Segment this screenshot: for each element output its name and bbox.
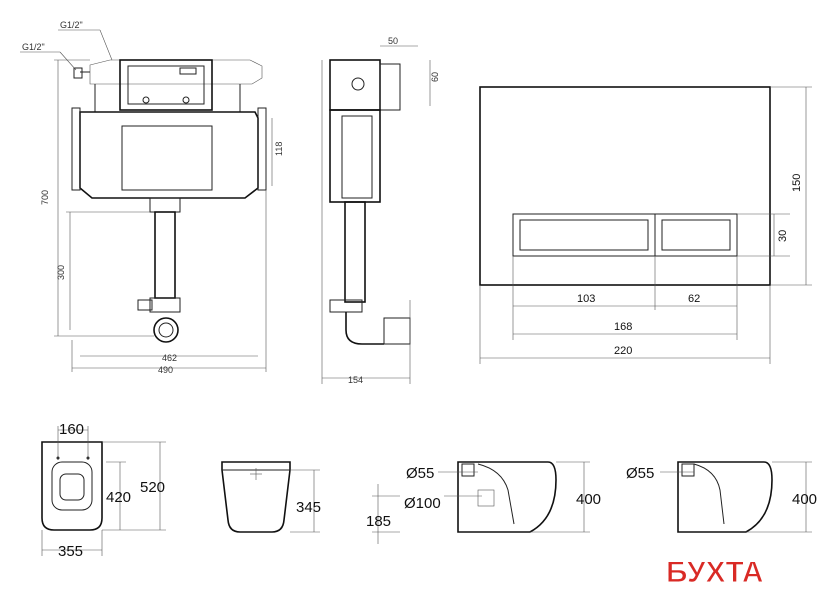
flush-plate-view: 150 30 103 62 168 220 xyxy=(479,86,812,364)
side-head xyxy=(329,59,381,111)
bolt-right xyxy=(182,96,190,104)
thread-label-top: G1/2" xyxy=(60,20,83,30)
bowl-hole xyxy=(59,473,85,501)
side-bend xyxy=(345,312,384,345)
dim-220: 220 xyxy=(614,345,632,357)
valve-slot xyxy=(179,67,197,75)
dim-490: 490 xyxy=(158,365,173,375)
button-left-inner xyxy=(519,219,649,251)
inlet-box xyxy=(461,463,475,477)
dim-30: 30 xyxy=(777,230,789,242)
bowl-side2-outline xyxy=(677,461,773,533)
inlet2-box xyxy=(681,463,695,477)
dim-50: 50 xyxy=(388,36,398,46)
dim-462: 462 xyxy=(162,353,177,363)
button-right-inner xyxy=(661,219,731,251)
dim-185: 185 xyxy=(366,513,391,530)
bracket-left xyxy=(71,107,81,191)
dim-154: 154 xyxy=(348,375,363,385)
frame-top xyxy=(89,59,263,85)
side-valve xyxy=(351,77,365,91)
side-pipe xyxy=(344,201,366,303)
pipe-collar xyxy=(149,197,181,213)
dim-700: 700 xyxy=(40,190,50,205)
watermark-logo: БУХТА xyxy=(666,556,764,589)
dim-345: 345 xyxy=(296,499,321,516)
button-right xyxy=(654,213,738,257)
dim-400-a: 400 xyxy=(576,491,601,508)
dim-118: 118 xyxy=(274,142,284,156)
dim-400-b: 400 xyxy=(792,491,817,508)
tank-panel xyxy=(121,125,213,191)
bowl-trap xyxy=(477,463,515,525)
pipe-connector xyxy=(73,67,83,79)
dim-100: Ø100 xyxy=(404,495,441,512)
dim-150: 150 xyxy=(791,174,803,192)
dim-420: 420 xyxy=(106,489,131,506)
bracket-right xyxy=(257,107,267,191)
tank xyxy=(79,111,259,199)
plate-outline xyxy=(479,86,771,286)
bowl-side-outline xyxy=(457,461,557,533)
cistern-front-view: 700 300 118 462 490 G1/2" G1/2" xyxy=(20,20,284,375)
dim-62: 62 xyxy=(688,293,700,305)
pipe-clamp xyxy=(137,299,153,311)
valve-block xyxy=(119,59,213,111)
valve-inner xyxy=(127,65,205,105)
side-flange xyxy=(379,63,401,111)
dim-103: 103 xyxy=(577,293,595,305)
outlet-circle xyxy=(153,317,179,343)
dim-55-a: Ø55 xyxy=(406,465,434,482)
bowl-front-outline xyxy=(221,461,291,533)
side-outlet xyxy=(383,317,411,345)
outlet-box xyxy=(477,489,495,507)
outlet-inner xyxy=(158,322,174,338)
bolt-left xyxy=(142,96,150,104)
dim-55-b: Ø55 xyxy=(626,465,654,482)
dim-60: 60 xyxy=(430,72,440,82)
toilet-top-view: 160 420 520 355 xyxy=(41,421,166,560)
bowl-side2-trap xyxy=(693,463,725,525)
dim-355: 355 xyxy=(58,543,83,560)
cistern-side-view: 154 50 60 xyxy=(321,36,440,385)
thread-label-side: G1/2" xyxy=(22,42,45,52)
pipe-joint xyxy=(149,297,181,313)
leader-top xyxy=(99,29,113,61)
toilet-side-view-2: Ø55 400 xyxy=(626,461,817,533)
toilet-side-view-1: Ø55 Ø100 185 400 xyxy=(366,461,601,544)
dim-168: 168 xyxy=(614,321,632,333)
dim-300: 300 xyxy=(56,265,66,280)
leader-side xyxy=(59,51,77,71)
bowl-top-outline xyxy=(41,441,103,531)
side-tank-inner xyxy=(341,115,373,199)
dim-160: 160 xyxy=(59,421,84,438)
flush-pipe xyxy=(154,211,176,299)
dim-520: 520 xyxy=(140,479,165,496)
bowl-opening xyxy=(51,461,93,511)
toilet-front-view: 345 xyxy=(221,461,321,533)
